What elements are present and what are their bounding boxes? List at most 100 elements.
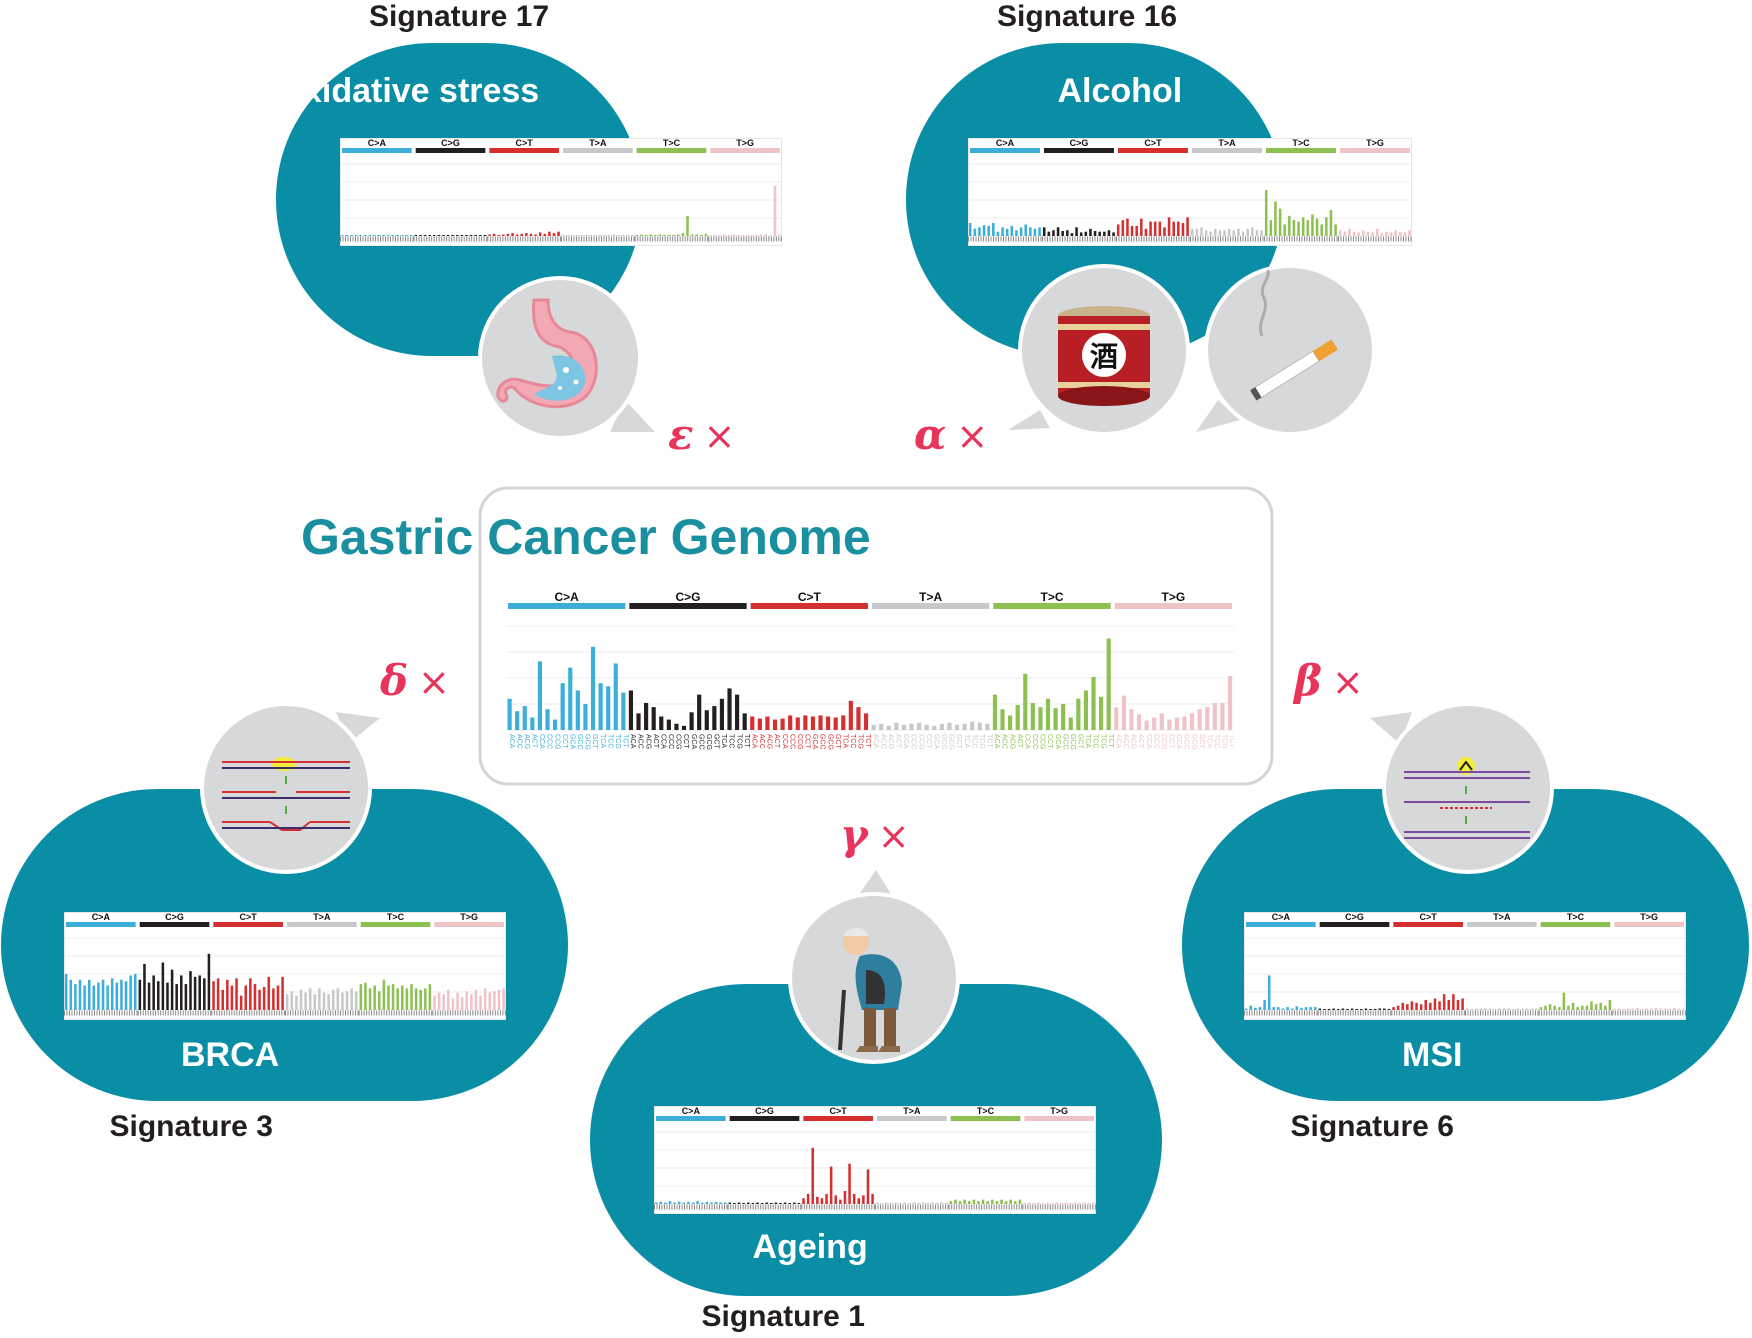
spectrum-bar <box>912 1202 916 1204</box>
spectrum-bar <box>1292 220 1296 236</box>
spectrum-bar <box>1010 225 1014 236</box>
mutation-type-band <box>877 1116 947 1121</box>
spectrum-bar <box>1153 221 1157 236</box>
spectrum-bar <box>1116 224 1120 236</box>
spectrum-bar <box>1375 228 1379 236</box>
spectrum-bar <box>986 1201 989 1204</box>
mutation-type-label: C>G <box>1070 138 1089 148</box>
spectrum-bar <box>506 233 510 236</box>
spectrum-bar <box>894 1202 897 1204</box>
spectrum-bar <box>1121 220 1125 236</box>
spectrum-bar <box>617 235 620 236</box>
mutation-type-label: T>C <box>663 138 681 148</box>
mutation-type-band <box>1467 922 1537 927</box>
spectrum-bar <box>244 985 248 1010</box>
trinucleotide-tick-label: TCA <box>599 734 606 748</box>
spectrum-bar <box>742 1203 745 1204</box>
spectrum-bar <box>1447 999 1451 1010</box>
spectrum-bar <box>704 233 708 236</box>
spectrum-bar <box>331 989 335 1010</box>
mutation-type-band <box>1246 922 1316 927</box>
spectrum-bar <box>1442 994 1446 1010</box>
mutation-type-label: T>G <box>460 912 478 922</box>
dna-mismatch-repair-icon <box>1404 757 1530 839</box>
spectrum-bar <box>1371 232 1374 236</box>
mutation-type-band <box>563 148 633 153</box>
spectrum-bar <box>909 723 914 730</box>
spectrum-bar <box>1548 1004 1552 1010</box>
spectrum-bar <box>862 1195 865 1204</box>
mutation-type-band <box>1114 603 1232 609</box>
spectrum-bar <box>718 235 721 236</box>
spectrum-bar <box>1424 999 1428 1010</box>
spectrum-bar <box>1403 232 1407 236</box>
spectrum-bar <box>780 718 785 730</box>
spectrum-bar <box>1329 210 1333 236</box>
mutation-type-label: T>A <box>1218 138 1236 148</box>
spectrum-bar <box>668 1201 672 1204</box>
spectrum-bar <box>106 985 109 1010</box>
spectrum-bar <box>1286 1007 1289 1010</box>
spectrum-bar <box>1263 999 1266 1010</box>
trinucleotide-tick-label: GCA <box>811 734 818 750</box>
spectrum-bar <box>534 234 537 236</box>
trinucleotide-tick-label: ACC <box>637 734 644 749</box>
spectrum-bar <box>1190 228 1194 236</box>
spectrum-bar <box>198 975 201 1010</box>
spectrum-bar <box>470 994 473 1010</box>
mutation-type-label: C>G <box>1345 912 1364 922</box>
spectrum-bar <box>1218 230 1222 236</box>
spectrum-bar <box>681 233 685 236</box>
trinucleotide-tick-label: ACA <box>508 734 515 749</box>
spectrum-bar <box>1255 230 1259 236</box>
spectrum-bar <box>359 235 362 236</box>
mutation-type-label: C>G <box>755 1106 774 1116</box>
spectrum-bar <box>469 235 473 236</box>
spectrum-bar <box>221 989 224 1010</box>
spectrum-bar <box>636 713 641 730</box>
trinucleotide-tick-label: GCC <box>1183 734 1190 750</box>
sig17-label: Signature 17 <box>369 0 550 33</box>
dna-double-strand-repair-icon <box>222 757 350 831</box>
spectrum-bar <box>686 215 689 236</box>
spectrum-bar <box>138 979 142 1010</box>
alpha-coefficient: α× <box>914 410 988 459</box>
spectrum-bar <box>1659 1008 1662 1010</box>
spectrum-bar <box>1158 221 1162 236</box>
spectrum-bar <box>364 982 367 1010</box>
trinucleotide-tick-label: CCC <box>910 734 917 749</box>
spectrum-bar <box>940 1202 943 1204</box>
trinucleotide-tick-label: GCA <box>932 734 939 750</box>
spectrum-bar <box>939 723 944 730</box>
spectrum-bar <box>363 235 367 236</box>
spectrum-bar <box>773 185 777 236</box>
coef-op: × <box>956 414 989 458</box>
spectrum-bar <box>978 227 981 236</box>
spectrum-bar <box>543 233 547 236</box>
mutation-type-band <box>434 922 504 927</box>
trinucleotide-tick-label: TCA <box>1084 734 1091 748</box>
spectrum-bar <box>180 975 183 1010</box>
sake-barrel-icon: 酒 <box>1058 306 1150 406</box>
spectrum-bar <box>1254 1007 1257 1010</box>
spectrum-bar <box>1136 714 1142 730</box>
spectrum-bar <box>226 979 229 1010</box>
spectrum-bar <box>977 722 982 730</box>
spectrum-bar <box>1410 1001 1414 1010</box>
spectrum-bar <box>377 235 381 236</box>
trinucleotide-tick-label: ACG <box>766 734 773 749</box>
spectrum-bar <box>170 969 174 1010</box>
spectrum-bar <box>1055 1202 1059 1204</box>
spectrum-bar <box>756 1202 759 1204</box>
spectrum-bar <box>460 997 464 1010</box>
spectrum-bar <box>1037 1202 1040 1204</box>
spectrum-bar <box>318 988 321 1010</box>
trinucleotide-tick-label: TCA <box>1205 734 1212 748</box>
trinucleotide-tick-label: TCA <box>841 734 848 748</box>
spectrum-bar <box>447 989 450 1010</box>
spectrum-bar <box>1070 233 1074 236</box>
spectrum-bar <box>765 1202 768 1204</box>
spectrum-bar <box>1068 717 1073 730</box>
spectrum-bar <box>1608 999 1612 1010</box>
spectrum-bar <box>1000 709 1005 730</box>
